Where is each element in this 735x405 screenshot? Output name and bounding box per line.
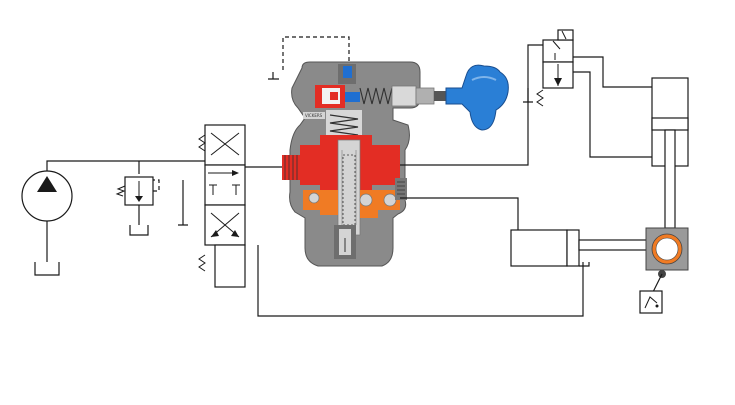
pressure-switch-icon [639,273,663,314]
relief-valve-icon [115,176,160,236]
adjustment-knob-icon[interactable] [445,64,509,131]
hydraulic-pump-icon [21,170,73,276]
solenoid-valve-icon [523,29,655,158]
return-line [245,166,584,317]
pressure-line [46,160,235,174]
cylinder-icon [651,77,689,229]
pressure-valve-cutaway-icon: VICKERS [268,36,446,267]
horizontal-cylinder-icon [510,229,652,267]
clamp-ring-icon [645,227,689,278]
valve-nameplate: VICKERS [305,113,323,118]
directional-valve-icon [178,124,246,288]
